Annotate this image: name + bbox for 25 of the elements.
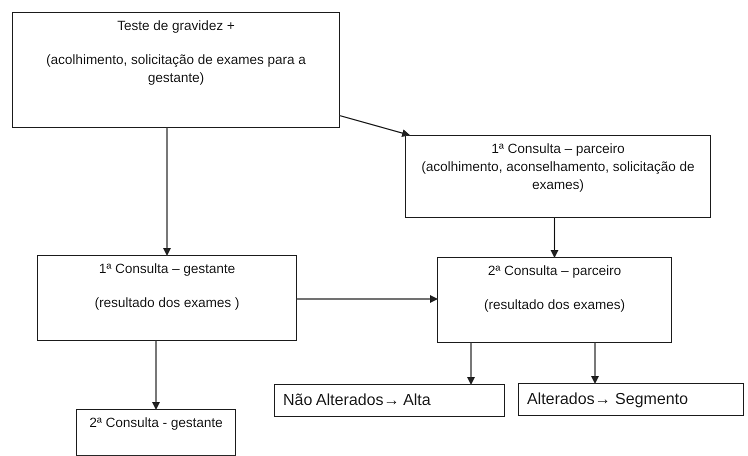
box-title: Teste de gravidez + (117, 17, 235, 35)
box-description: (resultado dos exames ) (94, 294, 240, 312)
process-box (76, 409, 236, 456)
arrow (297, 295, 438, 303)
process-box (274, 384, 505, 417)
process-box (12, 12, 340, 128)
box-description: (resultado dos exames) (484, 296, 626, 314)
box-description: (acolhimento, solicitação de exames para a gestante) (45, 51, 307, 87)
box-description: (acolhimento, aconselhamento, solicitação de exames) (420, 158, 696, 194)
box-title: 1ª Consulta – gestante (98, 260, 236, 278)
arrow (152, 341, 160, 410)
arrow (550, 218, 558, 258)
box-title: 1ª Consulta – parceiro (491, 140, 625, 158)
process-box (518, 383, 744, 416)
process-box (37, 255, 297, 341)
box-title: 2ª Consulta - gestante (89, 414, 223, 432)
process-box (405, 135, 711, 218)
box-title: Alterados→ Segmento (527, 390, 688, 408)
box-title: Não Alterados→ Alta (283, 392, 431, 410)
box-title: 2ª Consulta – parceiro (488, 262, 622, 280)
arrow (340, 115, 410, 137)
arrow (467, 343, 475, 385)
arrow (591, 343, 599, 384)
process-box (437, 257, 672, 343)
arrow (163, 128, 171, 256)
